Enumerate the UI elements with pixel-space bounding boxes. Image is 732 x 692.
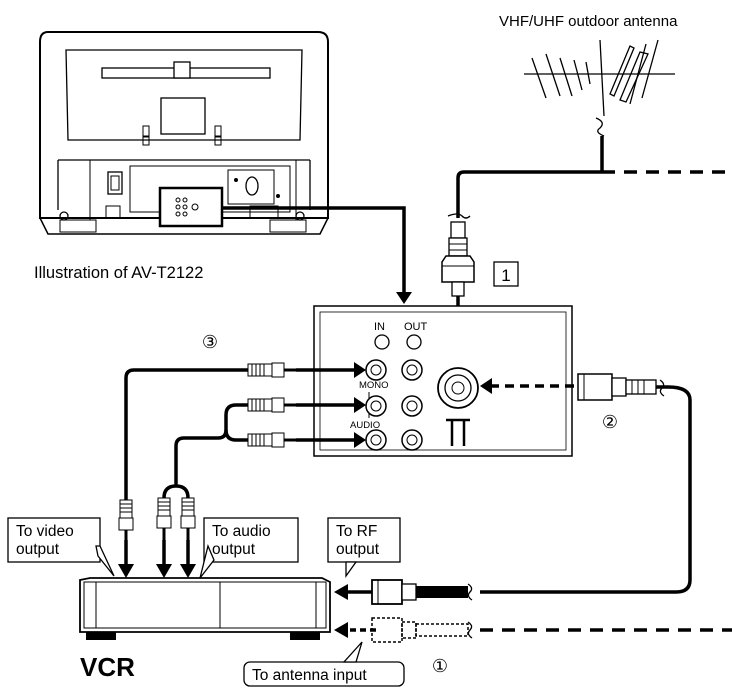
audio-l-in-jack xyxy=(365,395,387,417)
to-audio-output-callout: To audio output xyxy=(199,517,299,579)
svg-text:output: output xyxy=(336,541,380,558)
av-cables xyxy=(124,368,248,500)
antenna-terminal xyxy=(437,367,479,446)
step-2-marker: ② xyxy=(602,412,618,432)
in-label: IN xyxy=(374,321,385,333)
audio-r-plug-bottom xyxy=(180,497,196,540)
audio-r-plug-top xyxy=(247,432,296,448)
vcr-device xyxy=(79,577,331,640)
to-rf-output-callout: To RF output xyxy=(327,517,401,579)
tv-to-panel-pointer xyxy=(222,206,406,296)
audio-l-plug-top xyxy=(247,397,296,413)
step-1-marker: ① xyxy=(432,656,448,676)
video-plug-top xyxy=(247,362,296,378)
svg-text:To antenna input: To antenna input xyxy=(252,667,367,684)
terminal-panel: IN OUT MONO AUDIO xyxy=(313,305,573,457)
video-plug-bottom xyxy=(118,499,134,540)
to-video-output-callout: To video output xyxy=(7,517,115,577)
antenna-icon xyxy=(524,39,675,137)
mono-label: MONO xyxy=(359,380,389,391)
vcr-rf-plug xyxy=(371,579,468,605)
step-3-marker: ③ xyxy=(202,332,218,352)
antenna-plug xyxy=(441,221,475,297)
audio-r-out-jack xyxy=(401,429,423,451)
svg-text:1: 1 xyxy=(501,266,510,285)
svg-text:To video: To video xyxy=(16,523,74,540)
vcr-antenna-plug xyxy=(371,617,469,643)
video-out-jack xyxy=(401,359,423,381)
svg-text:output: output xyxy=(212,541,256,558)
antenna-label: VHF/UHF outdoor antenna xyxy=(499,13,678,30)
audio-l-plug-bottom xyxy=(156,497,172,540)
audio-r-in-jack xyxy=(365,429,387,451)
to-antenna-input-callout: To antenna input xyxy=(243,641,405,687)
audio-label: AUDIO xyxy=(350,420,380,431)
audio-l-out-jack xyxy=(401,395,423,417)
illustration-caption: Illustration of AV-T2122 xyxy=(34,264,203,282)
svg-text:To audio: To audio xyxy=(212,523,271,540)
svg-text:To RF: To RF xyxy=(336,523,377,540)
tv-rear-illustration xyxy=(39,31,329,235)
vcr-label: VCR xyxy=(80,652,135,682)
step-1-box xyxy=(493,261,519,287)
out-label: OUT xyxy=(404,321,428,333)
svg-text:output: output xyxy=(16,541,60,558)
rf-plug xyxy=(577,373,657,401)
video-in-jack xyxy=(365,359,387,381)
